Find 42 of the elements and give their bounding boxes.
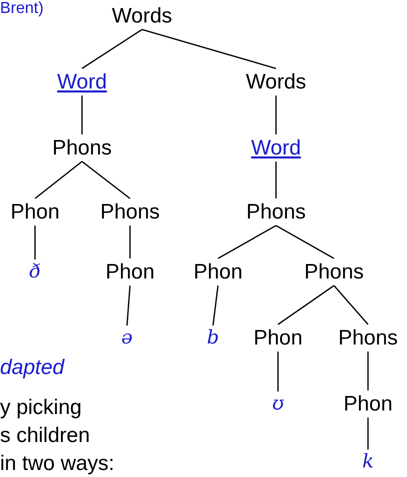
body-text: in two ways: xyxy=(0,452,114,476)
tree-branch xyxy=(82,29,142,69)
phone-symbol: b xyxy=(206,328,220,348)
tree-branch xyxy=(367,352,369,390)
tree-branch xyxy=(275,162,277,198)
phone-symbol: ə xyxy=(121,328,133,348)
tree-node-label: Phon xyxy=(253,326,303,350)
heading-fragment: Brent) xyxy=(0,0,44,18)
tree-branch xyxy=(276,224,334,260)
link-text: Word xyxy=(251,136,301,160)
tree-node-label: Phons xyxy=(338,326,398,350)
tree-node-label: Phon xyxy=(193,260,243,284)
tree-branch xyxy=(212,285,219,326)
tree-branch xyxy=(142,28,276,70)
tree-branch xyxy=(82,161,130,199)
tree-branch xyxy=(277,352,279,392)
tree-node-label: Phons xyxy=(246,200,306,224)
tree-branch xyxy=(81,96,83,134)
body-text: s children xyxy=(0,424,90,448)
tree-branch xyxy=(334,285,368,325)
tree-branch xyxy=(34,226,36,260)
tree-branch xyxy=(278,285,334,325)
tree-node-label: Phon xyxy=(105,260,155,284)
tree-branch xyxy=(129,226,131,258)
tree-branch xyxy=(275,96,277,134)
tree-node-label: Phon xyxy=(343,392,393,416)
tree-branch xyxy=(126,286,131,326)
tree-branch xyxy=(218,224,276,260)
italic-text: dapted xyxy=(0,356,64,380)
tree-node-label: Words xyxy=(112,4,172,28)
tree-node-label: Words xyxy=(246,70,306,94)
body-text: y picking xyxy=(0,396,82,420)
phone-symbol: ð xyxy=(29,262,41,282)
tree-node-label: Phon xyxy=(10,200,60,224)
tree-branch xyxy=(34,161,82,199)
tree-branch xyxy=(367,418,369,450)
tree-node-label: Phons xyxy=(52,136,112,160)
link-text: Word xyxy=(57,70,107,94)
tree-node-label: Phons xyxy=(100,200,160,224)
tree-node-label: Phons xyxy=(304,260,364,284)
phone-symbol: ʊ xyxy=(272,394,284,414)
phone-symbol: k xyxy=(362,452,374,472)
